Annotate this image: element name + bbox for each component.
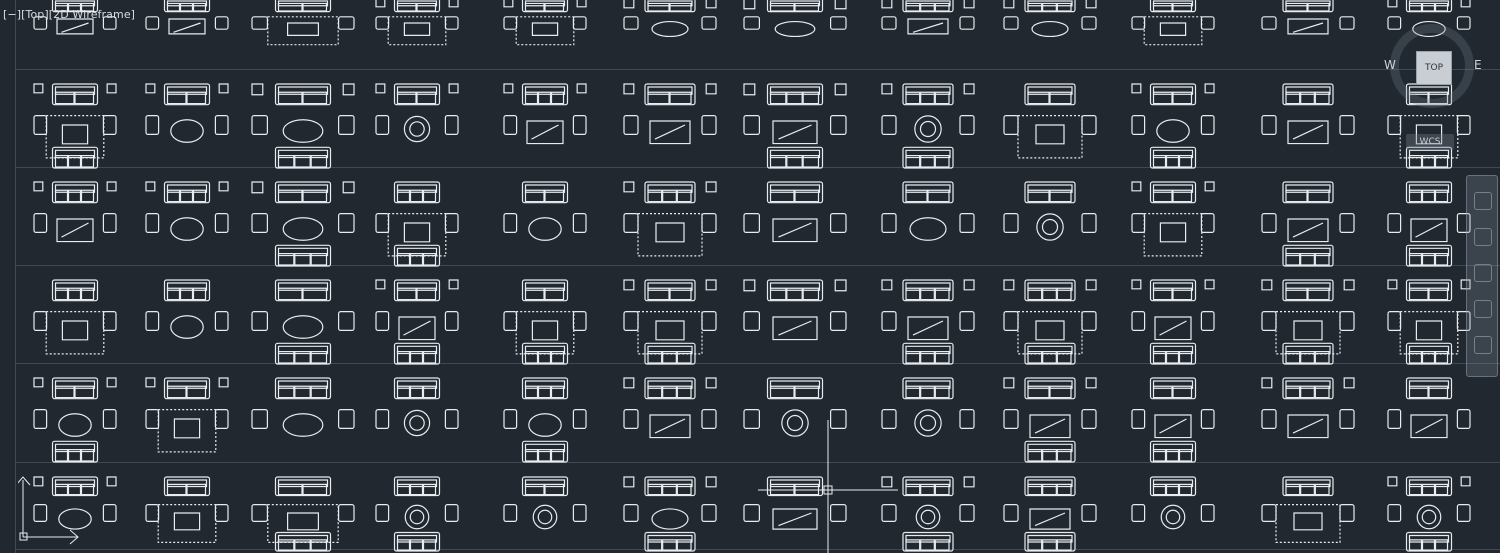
furniture-block[interactable] [372,274,462,368]
furniture-block[interactable] [142,274,232,368]
furniture-block[interactable] [1384,274,1474,368]
furniture-block[interactable] [30,274,120,368]
pan-icon[interactable] [1474,228,1492,246]
furniture-block[interactable] [1128,78,1218,172]
furniture-block[interactable] [248,78,358,172]
furniture-block[interactable] [372,471,462,553]
grid-line [15,462,1500,463]
cursor-crosshair-icon [758,420,898,553]
furniture-block[interactable] [1000,176,1100,270]
furniture-block[interactable] [372,372,462,466]
furniture-block[interactable] [878,78,978,172]
visual-style-control[interactable]: [2D Wireframe] [48,8,136,21]
furniture-block[interactable] [1384,372,1474,466]
furniture-block[interactable] [740,372,850,466]
furniture-block[interactable] [1258,0,1358,54]
furniture-block[interactable] [878,274,978,368]
furniture-block[interactable] [142,176,232,270]
ucs-icon [18,476,79,545]
furniture-block[interactable] [620,274,720,368]
grid-line [15,363,1500,364]
furniture-block[interactable] [248,0,358,54]
furniture-block[interactable] [500,0,590,54]
grid-line [15,167,1500,168]
furniture-block[interactable] [500,471,590,553]
furniture-block[interactable] [1128,0,1218,54]
furniture-block[interactable] [1000,0,1100,54]
furniture-block[interactable] [620,471,720,553]
furniture-block[interactable] [30,471,120,553]
furniture-block[interactable] [740,176,850,270]
furniture-block[interactable] [620,78,720,172]
viewcube[interactable]: TOP W E WCS [1384,18,1486,150]
viewport-controls-label[interactable]: [−][Top][2D Wireframe] [3,8,135,21]
furniture-block[interactable] [248,274,358,368]
grid-line [15,69,1500,70]
furniture-block[interactable] [30,78,120,172]
viewcube-compass-ring[interactable] [1390,24,1474,108]
furniture-block[interactable] [372,0,462,54]
furniture-block[interactable] [142,78,232,172]
compass-west-label[interactable]: W [1384,58,1396,72]
furniture-block[interactable] [1128,372,1218,466]
furniture-block[interactable] [500,372,590,466]
furniture-block[interactable] [1000,471,1100,553]
furniture-block[interactable] [248,471,358,553]
furniture-block[interactable] [1000,78,1100,172]
furniture-block[interactable] [620,372,720,466]
furniture-block[interactable] [1258,78,1358,172]
furniture-block[interactable] [1000,372,1100,466]
furniture-block[interactable] [740,471,850,553]
furniture-block[interactable] [372,176,462,270]
steeringwheel-icon[interactable] [1474,192,1492,210]
furniture-block[interactable] [1258,176,1358,270]
furniture-block[interactable] [1000,274,1100,368]
furniture-block[interactable] [620,176,720,270]
furniture-block[interactable] [30,0,120,54]
furniture-block[interactable] [740,78,850,172]
furniture-block[interactable] [620,0,720,54]
grid-line [15,549,1500,550]
furniture-block[interactable] [500,176,590,270]
zoom-icon[interactable] [1474,264,1492,282]
furniture-block[interactable] [30,372,120,466]
furniture-block[interactable] [1128,176,1218,270]
furniture-block[interactable] [500,78,590,172]
furniture-block[interactable] [1258,372,1358,466]
furniture-block[interactable] [30,176,120,270]
drawing-border-left [15,0,16,553]
furniture-block[interactable] [142,0,232,54]
furniture-block[interactable] [142,372,232,466]
furniture-block[interactable] [740,274,850,368]
grid-line [15,265,1500,266]
furniture-block[interactable] [740,0,850,54]
furniture-block[interactable] [248,176,358,270]
furniture-block[interactable] [1128,274,1218,368]
furniture-block[interactable] [1384,471,1474,553]
furniture-block[interactable] [878,471,978,553]
view-control[interactable]: [Top] [21,8,49,21]
orbit-icon[interactable] [1474,300,1492,318]
viewport-menu-control[interactable]: [−] [3,8,22,21]
wcs-menu[interactable]: WCS [1406,134,1454,150]
showmotion-icon[interactable] [1474,336,1492,354]
furniture-block[interactable] [1258,471,1358,553]
furniture-block[interactable] [878,0,978,54]
furniture-block[interactable] [1128,471,1218,553]
navigation-bar[interactable] [1466,175,1498,377]
furniture-block[interactable] [248,372,358,466]
furniture-block[interactable] [878,372,978,466]
viewcube-top-face[interactable]: TOP [1416,51,1452,85]
furniture-block[interactable] [500,274,590,368]
furniture-block[interactable] [372,78,462,172]
furniture-block[interactable] [878,176,978,270]
furniture-block[interactable] [142,471,232,553]
furniture-block[interactable] [1258,274,1358,368]
compass-east-label[interactable]: E [1474,58,1482,72]
furniture-block[interactable] [1384,176,1474,270]
